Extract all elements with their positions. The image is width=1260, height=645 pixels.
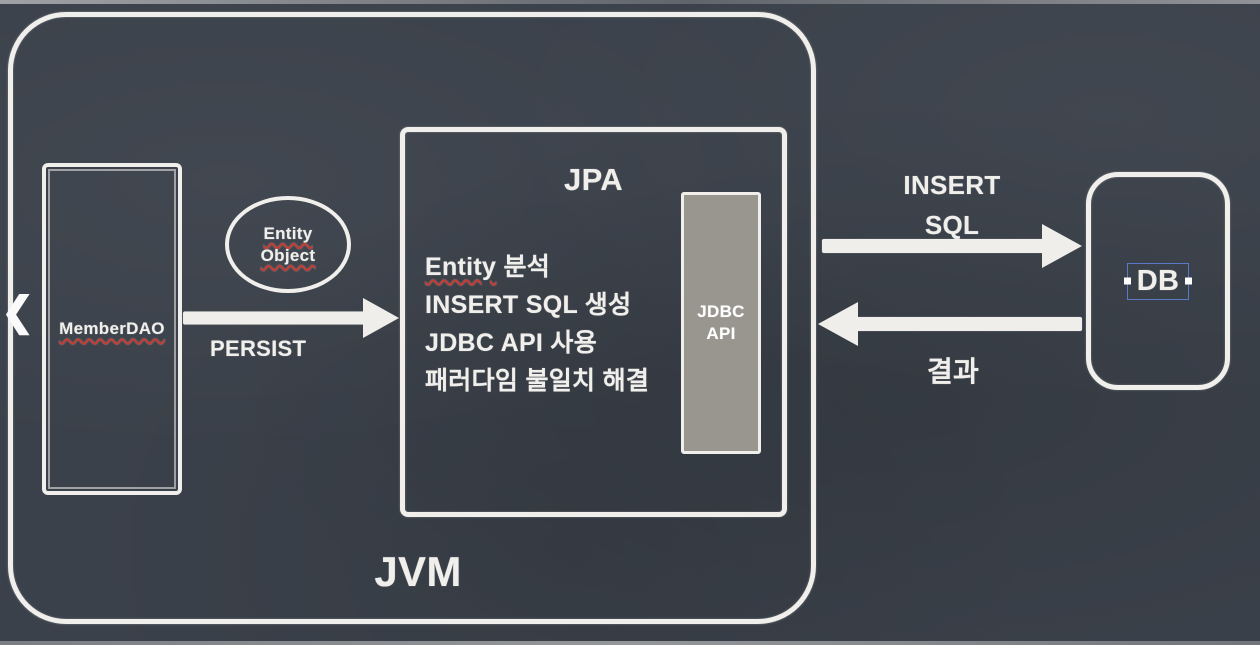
jpa-feature-jdbc-api: JDBC API 사용 [425, 329, 598, 357]
result-label: 결과 [926, 356, 980, 387]
persist-arrow-head-icon [363, 298, 399, 338]
memberdao-label: MemberDAO [59, 319, 165, 338]
jpa-feature-entity-rest: 분석 [503, 253, 551, 281]
memberdao-box: MemberDAO [42, 163, 182, 495]
result-arrow [818, 301, 1082, 347]
jpa-title: JPA [564, 162, 623, 197]
db-box: DB [1086, 172, 1230, 390]
jpa-feature-paradigm: 패러다임 불일치 해결 [425, 367, 650, 395]
result-arrow-head-icon [818, 302, 858, 346]
jvm-container-box [8, 12, 816, 624]
insert-sql-label-line2: SQL [924, 210, 980, 240]
jpa-feature-insert-sql: INSERT SQL 생성 [425, 291, 632, 319]
chalk-smudge-top [0, 0, 1260, 4]
jvm-label: JVM [374, 548, 462, 595]
persist-arrow-shaft [183, 311, 367, 325]
jdbc-api-box: JDBC API [681, 192, 761, 454]
jdbc-api-line1: JDBC [697, 302, 745, 321]
jpa-feature-entity-word: Entity [425, 253, 497, 281]
db-label: DB [1136, 264, 1180, 297]
entity-object-ellipse: Entity Object [225, 196, 351, 293]
back-chevron-icon[interactable]: ❮ [1, 290, 35, 334]
jdbc-api-line2: API [706, 324, 736, 343]
insert-sql-arrow-shaft [822, 239, 1046, 253]
insert-sql-label-line1: INSERT [903, 170, 1001, 200]
chalk-smudge-bottom [0, 641, 1260, 645]
persist-label: PERSIST [210, 336, 307, 361]
selection-handle-left[interactable] [1123, 277, 1131, 285]
jpa-box: JPA Entity 분석 INSERT SQL 생성 JDBC API 사용 … [400, 127, 787, 517]
db-text-selection[interactable]: DB [1123, 262, 1193, 300]
result-arrow-shaft [854, 317, 1082, 331]
selection-handle-right[interactable] [1185, 277, 1193, 285]
entity-object-line1: Entity [263, 223, 313, 243]
persist-arrow [183, 297, 399, 339]
insert-sql-arrow-head-icon [1042, 224, 1082, 268]
jpa-feature-list: Entity 분석 INSERT SQL 생성 JDBC API 사용 패러다임… [425, 248, 649, 400]
entity-object-line2: Object [260, 245, 316, 265]
insert-sql-arrow [822, 223, 1082, 269]
insert-sql-label: INSERT SQL [852, 165, 1052, 245]
jpa-feature-entity-analysis: Entity 분석 [425, 248, 649, 286]
